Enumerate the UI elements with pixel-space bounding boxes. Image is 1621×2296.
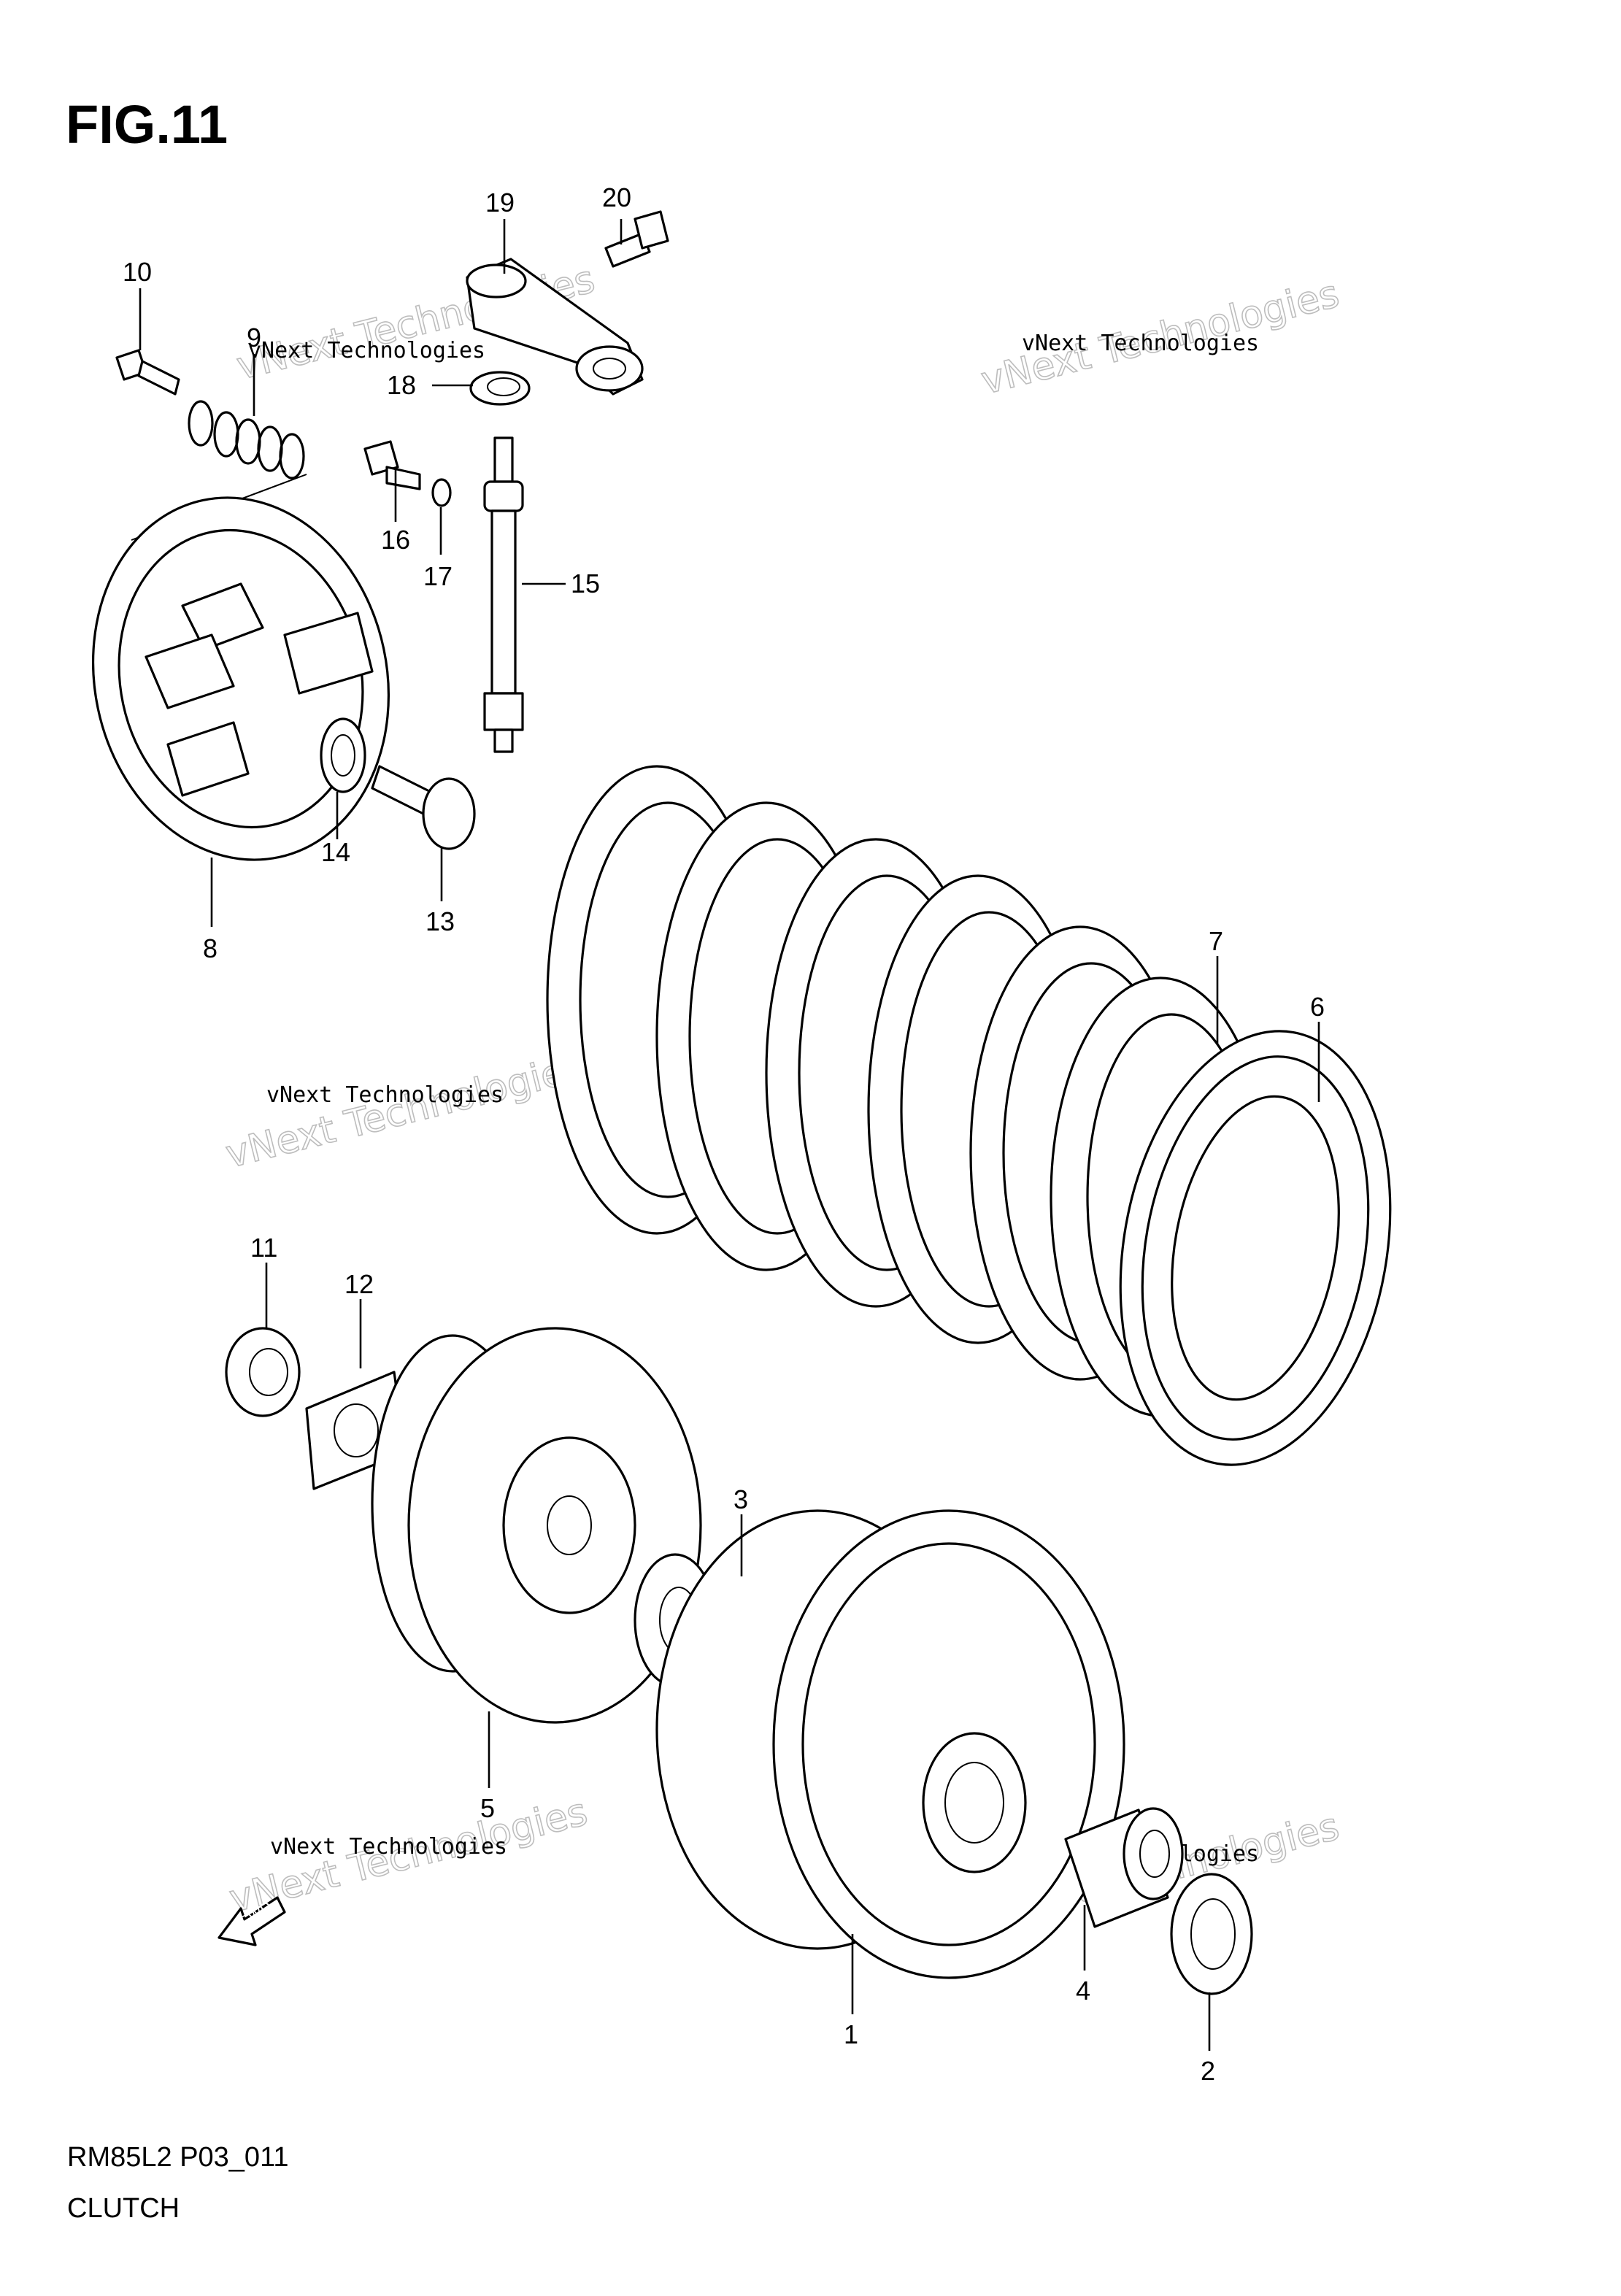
callout-4: 4 [1076, 1976, 1090, 2006]
callout-8: 8 [203, 933, 217, 963]
callout-9: 9 [247, 323, 261, 353]
callout-14: 14 [321, 837, 350, 867]
bolt-16 [363, 440, 421, 490]
callout-6: 6 [1310, 992, 1325, 1022]
oil-seal-18 [469, 371, 531, 406]
figure-title: FIG.11 [66, 94, 228, 155]
clutch-housing-1 [655, 1509, 1125, 1979]
callout-2: 2 [1201, 2056, 1215, 2086]
model-code: RM85L2 P03_011 [67, 2142, 289, 2173]
svg-text:vNext Technologies: vNext Technologies [222, 1046, 588, 1177]
callout-19: 19 [485, 188, 515, 217]
bolt-10 [115, 349, 180, 396]
callout-5: 5 [480, 1793, 495, 1823]
callout-16: 16 [381, 525, 410, 555]
callout-12: 12 [344, 1269, 374, 1299]
sleeve-hub-5 [371, 1327, 702, 1724]
svg-text:vNext Technologies: vNext Technologies [266, 1082, 504, 1108]
callout-1: 1 [844, 2019, 858, 2049]
needle-bearing-4 [1064, 1807, 1184, 1928]
callout-18: 18 [387, 370, 416, 400]
svg-text:vNext Technologies: vNext Technologies [270, 1834, 507, 1860]
bolt-20 [604, 210, 669, 268]
callout-17: 17 [423, 561, 453, 591]
callout-11: 11 [250, 1233, 277, 1263]
thrust-washer-2 [1170, 1873, 1253, 1995]
callout-3: 3 [734, 1484, 748, 1514]
pressure-plate-8 [91, 496, 390, 861]
callout-20: 20 [602, 182, 631, 212]
release-shaft-15 [483, 436, 524, 753]
callouts: 19 20 10 9 18 16 17 15 8 14 13 7 6 11 12… [123, 182, 1325, 2086]
watermark-2: vNext Technologies vNext Technologies [977, 271, 1344, 404]
leader-lines [139, 219, 1320, 2051]
callout-13: 13 [426, 906, 455, 936]
nut-11 [225, 1327, 301, 1417]
watermark-3: vNext Technologies vNext Technologies [221, 1045, 589, 1177]
svg-text:vNext Technologies: vNext Technologies [1022, 331, 1259, 356]
section-name: CLUTCH [67, 2193, 180, 2224]
svg-text:vNext Technologies: vNext Technologies [248, 338, 485, 363]
bearing-14 [320, 717, 366, 793]
release-arm-19 [466, 258, 644, 396]
callout-10: 10 [123, 257, 152, 287]
drive-plate-6 [1119, 1030, 1392, 1466]
callout-15: 15 [571, 569, 600, 598]
washer-17 [431, 478, 452, 507]
push-piece-13 [371, 765, 476, 850]
callout-7: 7 [1209, 926, 1223, 956]
